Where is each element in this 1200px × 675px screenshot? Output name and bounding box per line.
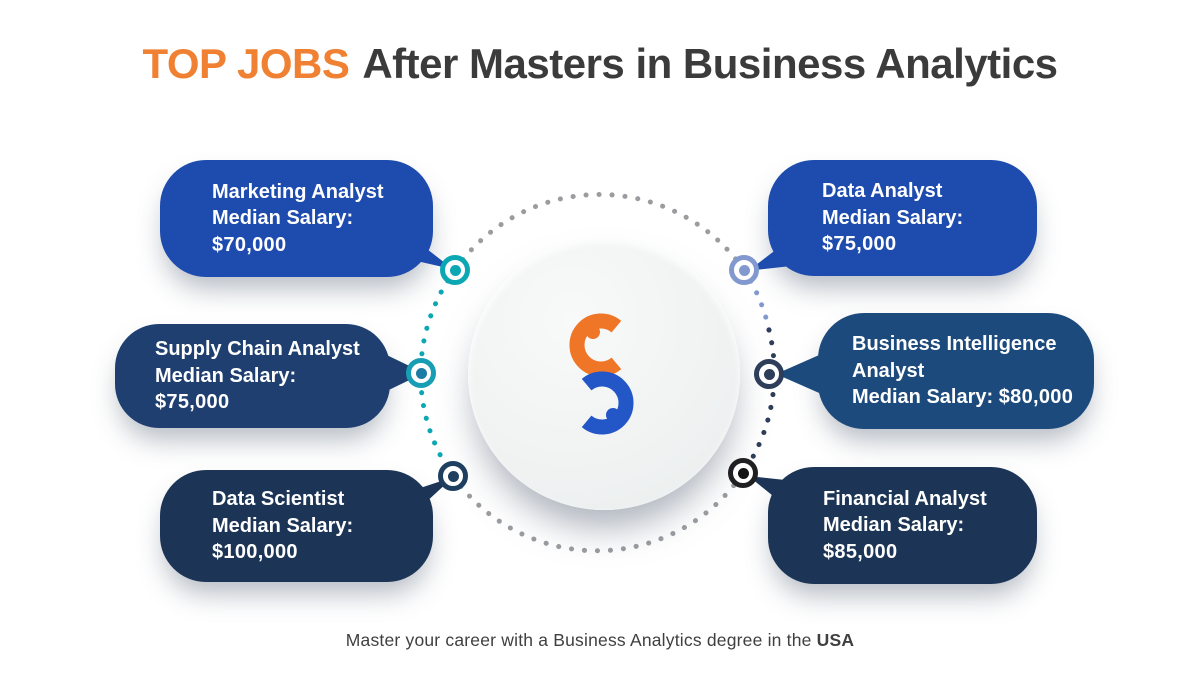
title-rest: After Masters in Business Analytics (362, 40, 1058, 87)
bubble-salary-value: $85,000 (823, 540, 898, 563)
connector-ring-navy (438, 461, 468, 491)
bubble-salary-label: Median Salary: (155, 364, 297, 387)
bubble-salary-value: $100,000 (212, 541, 298, 564)
bubble-salary-label: Median Salary: (212, 207, 354, 230)
bubble-job-title: Marketing Analyst (212, 180, 384, 203)
dotted-arc-bottom-gray (450, 470, 746, 554)
bubble-salary-label: Median Salary: (822, 206, 964, 229)
connector-ring-periwinkle (729, 255, 759, 285)
bubble-salary-label: Median Salary: (852, 386, 994, 409)
bubble-job-title: Financial Analyst (823, 487, 987, 510)
bubble-data-analyst: Data Analyst Median Salary: $75,000 (768, 160, 1037, 276)
bubble-salary-value: $70,000 (212, 233, 287, 256)
bubble-job-title: Data Scientist (212, 488, 345, 511)
s-logo-blue-ball (606, 408, 620, 422)
ring-dot (415, 367, 427, 379)
connector-ring-teal (440, 255, 470, 285)
bubble-business-intelligence-analyst: Business Intelligence Analyst Median Sal… (818, 313, 1094, 429)
bubble-job-title: Data Analyst (822, 180, 943, 203)
bubble-salary-value: $75,000 (155, 391, 230, 414)
bubble-salary-label: Median Salary: (212, 514, 354, 537)
s-logo-bottom-blue (581, 371, 634, 435)
bubble-salary-value: $80,000 (998, 386, 1074, 409)
bubble-data-scientist: Data Scientist Median Salary: $100,000 (160, 470, 433, 582)
s-logo-top-orange (569, 313, 622, 377)
dotted-arc-top-gray (452, 192, 747, 273)
bubble-job-title: Supply Chain Analyst (155, 338, 360, 361)
footer-text: Master your career with a Business Analy… (345, 630, 817, 650)
bubble-salary-value: $75,000 (822, 233, 897, 256)
page-title: TOP JOBS After Masters in Business Analyt… (0, 40, 1200, 88)
bubble-salary-label: Median Salary: (823, 514, 965, 537)
dotted-arc-right-navy (740, 327, 777, 476)
ring-dot (738, 264, 750, 276)
ring-dot (447, 470, 459, 482)
s-logo-orange-ball (586, 325, 600, 339)
bubble-supply-chain-analyst: Supply Chain Analyst Median Salary: $75,… (115, 324, 390, 428)
connector-ring-black (728, 458, 758, 488)
bubble-salary-line: Median Salary: $80,000 (852, 384, 1086, 410)
ring-dot (737, 467, 749, 479)
footer-note: Master your career with a Business Analy… (0, 630, 1200, 651)
footer-bold: USA (816, 630, 855, 650)
ring-dot (763, 368, 775, 380)
center-circle (468, 238, 740, 510)
bubble-job-title: Business Intelligence Analyst (852, 333, 1057, 382)
connector-ring-teal (406, 358, 436, 388)
connector-ring-navy (754, 359, 784, 389)
s-logo (569, 313, 634, 435)
bubble-marketing-analyst: Marketing Analyst Median Salary: $70,000 (160, 160, 433, 277)
title-highlight: TOP JOBS (142, 40, 350, 87)
ring-dot (449, 264, 461, 276)
